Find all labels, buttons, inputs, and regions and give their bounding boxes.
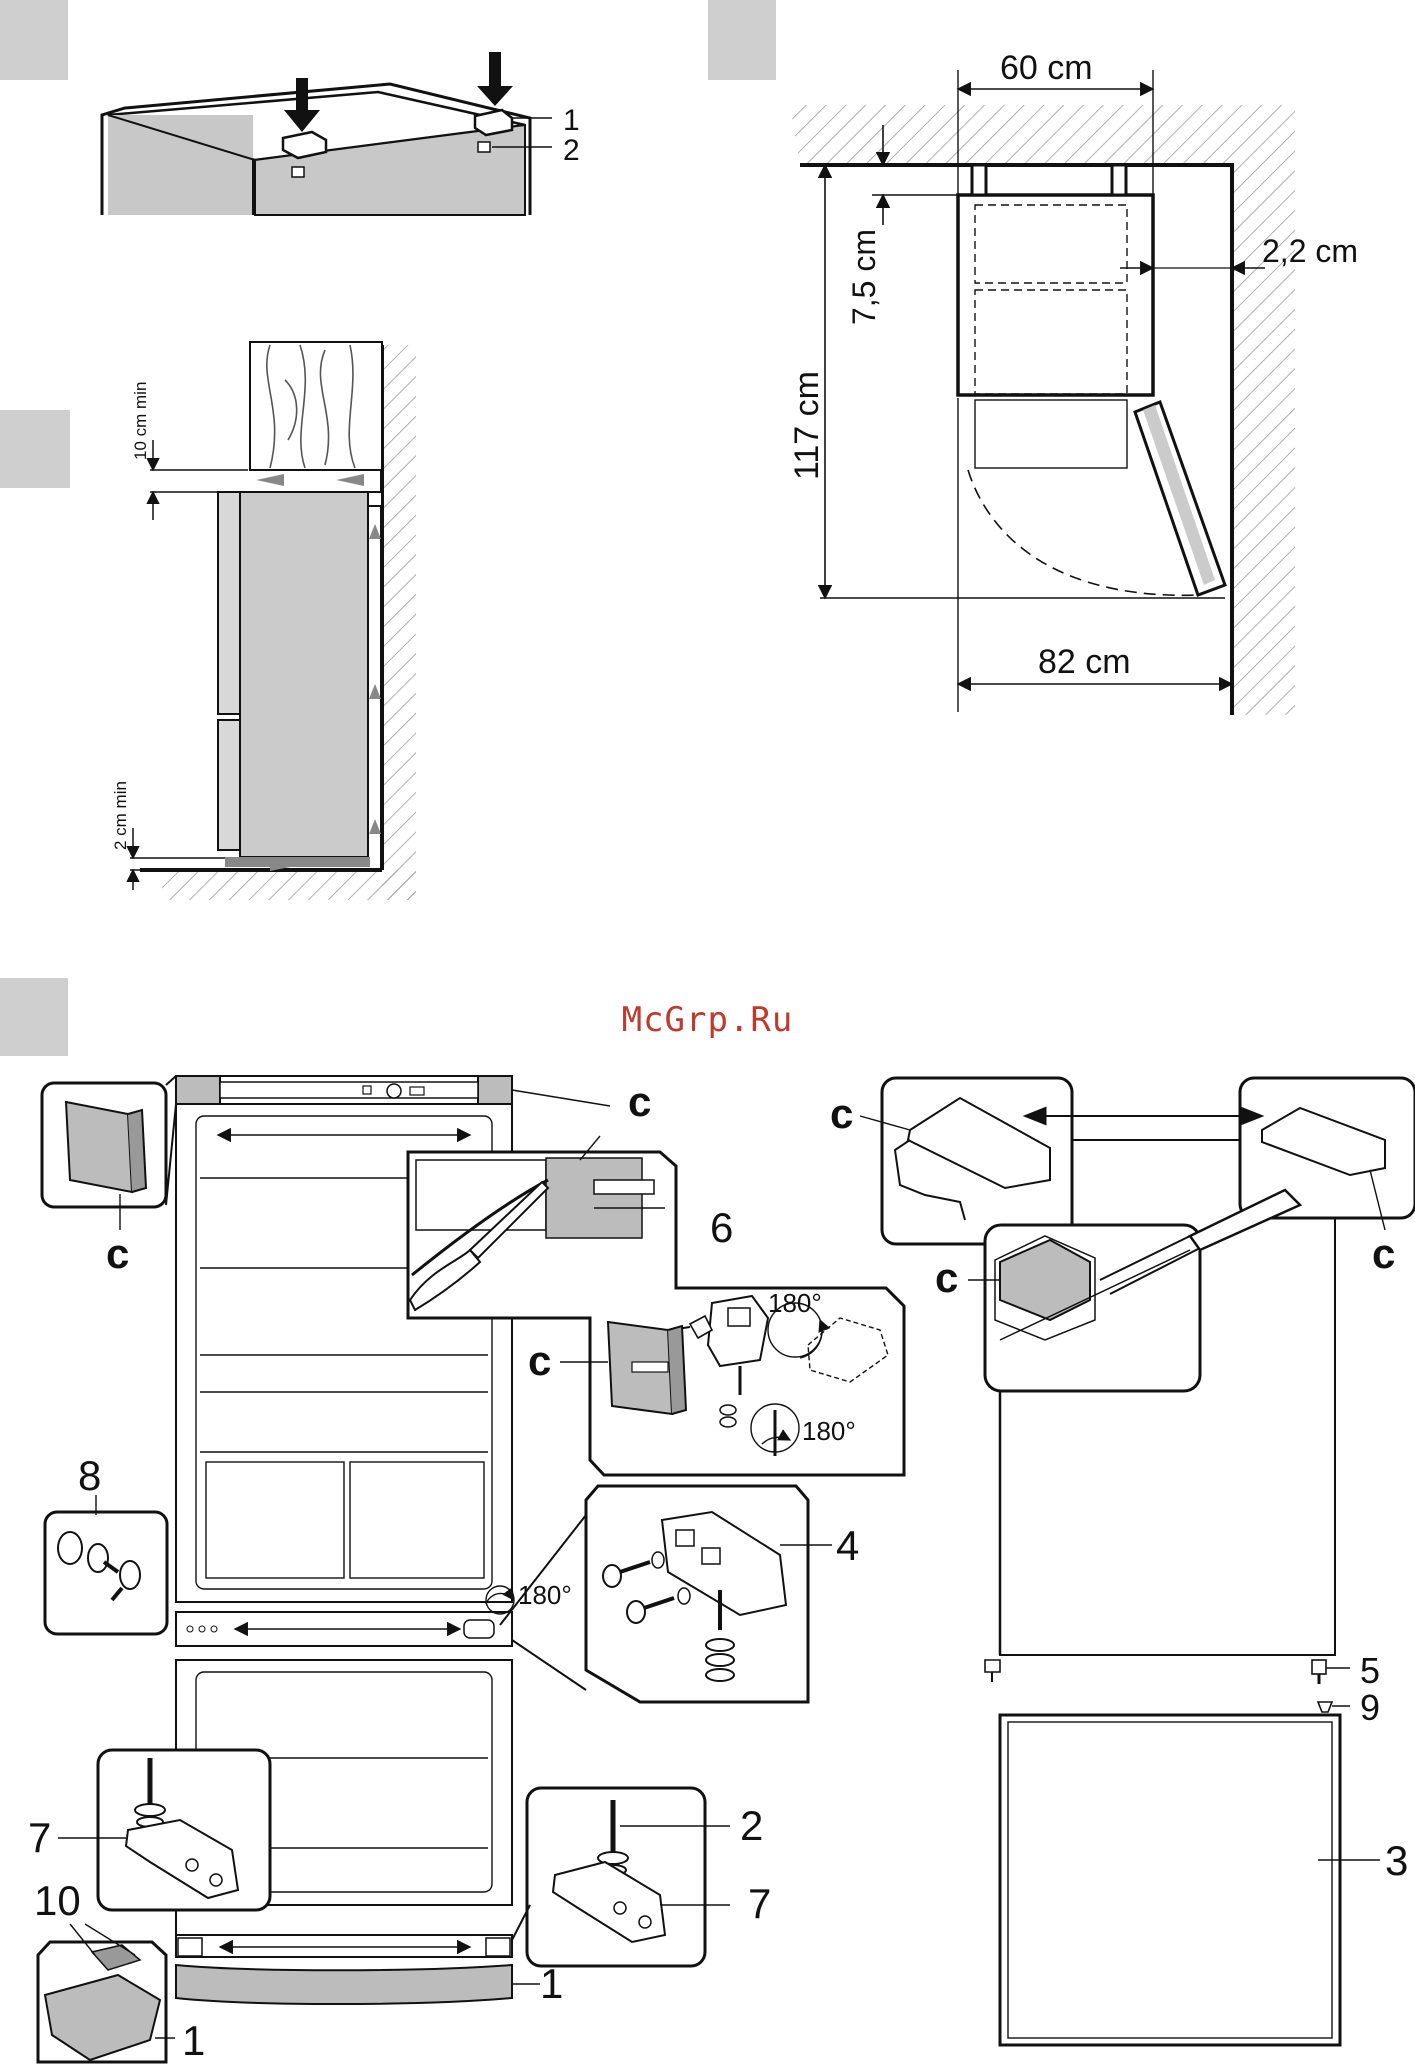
callout-7-left: 7	[28, 1814, 51, 1861]
callout-1-left: 1	[182, 2017, 205, 2064]
callout-2: 2	[740, 1802, 763, 1849]
rotate-label-1: 180°	[768, 1288, 822, 1318]
figure-clearance-side-view: 10 cm min 2 cm min	[111, 342, 416, 900]
figure-door-reversal: 180° 1 c c	[28, 1076, 1415, 2064]
figure-plan-dimensions: 60 cm 7,5 cm 2,2 cm 117 cm 82 cm	[788, 49, 1358, 715]
fig1-callout-2: 2	[563, 134, 580, 167]
callout-5: 5	[1360, 1650, 1380, 1691]
rotate-label-2: 180°	[802, 1416, 856, 1446]
fig1-callout-1: 1	[563, 104, 580, 137]
fig2-top-clearance: 10 cm min	[131, 382, 150, 460]
dim-width: 60 cm	[1000, 49, 1093, 87]
fig2-bottom-clearance: 2 cm min	[111, 781, 130, 850]
callout-3: 3	[1385, 1837, 1408, 1884]
figure-top-spacers: 1 2	[102, 52, 580, 215]
part-c-rt-screwdriver: c	[935, 1254, 958, 1301]
dim-height: 117 cm	[788, 371, 826, 480]
callout-10: 10	[34, 1877, 81, 1924]
dim-depth-gap: 7,5 cm	[846, 229, 882, 325]
part-c-hinge: c	[528, 1337, 551, 1384]
watermark: McGrp.Ru	[0, 1000, 1415, 1040]
step-6: 6	[710, 1204, 733, 1251]
part-c-top: c	[628, 1078, 651, 1125]
part-c-rt-left: c	[830, 1090, 853, 1137]
step-8: 8	[78, 1452, 101, 1499]
callout-7-right: 7	[748, 1880, 771, 1927]
step-4: 4	[836, 1522, 859, 1569]
dim-side-gap: 2,2 cm	[1262, 233, 1358, 269]
callout-9: 9	[1360, 1687, 1380, 1728]
dim-door-swing: 82 cm	[1038, 643, 1131, 681]
part-c-inset-left: c	[106, 1230, 129, 1277]
rotate-label-3: 180°	[518, 1580, 572, 1610]
part-c-rt-right: c	[1372, 1230, 1395, 1277]
